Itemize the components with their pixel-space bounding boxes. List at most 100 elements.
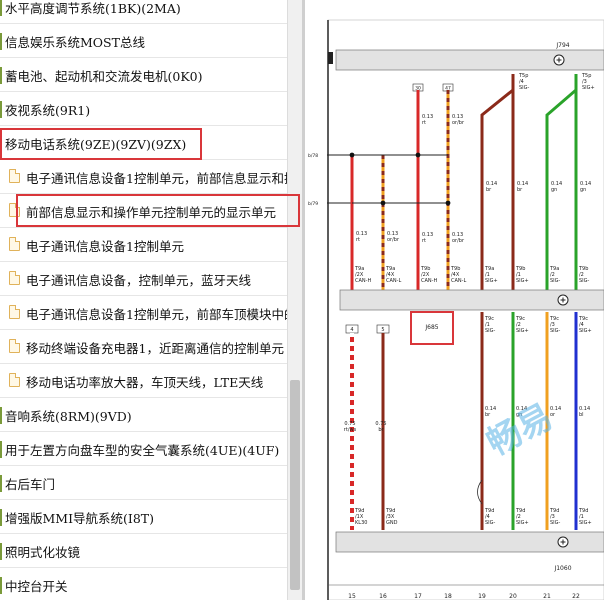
tree-document-item[interactable]: 电子通讯信息设备1控制单元，前部信息显示和操作单元 bbox=[0, 161, 287, 194]
tree-folder-item[interactable]: 水平高度调节系统(1BK)(2MA) bbox=[0, 0, 287, 24]
tree-document-item[interactable]: 电子通讯信息设备，控制单元，蓝牙天线 bbox=[0, 263, 287, 296]
pin-signal: SIG- bbox=[485, 328, 496, 334]
top-pin-number: /3 bbox=[582, 79, 587, 85]
twisted-pair-mark bbox=[477, 479, 483, 505]
tree-folder-item[interactable]: 信息娱乐系统MOST总线 bbox=[0, 25, 287, 58]
wire-color: rt bbox=[422, 120, 426, 126]
tree-folder-item[interactable]: 移动电话系统(9ZE)(9ZV)(9ZX) bbox=[0, 127, 287, 160]
pin-label: T9b bbox=[578, 266, 588, 272]
wire-color: or/br bbox=[387, 237, 400, 243]
wire-size: 0.14 bbox=[517, 181, 528, 187]
pin-signal: CAN-L bbox=[451, 278, 466, 284]
pin-signal: SIG+ bbox=[516, 520, 529, 526]
wire-tag: 30 bbox=[415, 86, 421, 92]
tree-document-item[interactable]: 电子通讯信息设备1控制单元 bbox=[0, 229, 287, 262]
pin-number: /1 bbox=[485, 272, 490, 278]
wire-color: br bbox=[378, 427, 384, 433]
pin-label: T9a bbox=[354, 266, 364, 272]
tree-folder-item[interactable]: 中控台开关 bbox=[0, 569, 287, 600]
pin-number: /4X bbox=[386, 272, 395, 278]
wire-color: or bbox=[550, 412, 556, 418]
wire-br-sig-minus bbox=[480, 74, 515, 290]
middle-unit-highlight bbox=[410, 311, 454, 345]
tree-document-item[interactable]: 电子通讯信息设备1控制单元，前部车顶模块中的无线接收器 bbox=[0, 297, 287, 330]
tree-item-label: 电子通讯信息设备1控制单元，前部车顶模块中的无线接收器 bbox=[26, 306, 287, 322]
wire-size: 0.13 bbox=[422, 232, 433, 238]
tree-item-label: 水平高度调节系统(1BK)(2MA) bbox=[5, 0, 181, 16]
wire-color: rt bbox=[356, 237, 360, 243]
wire-color: br bbox=[517, 187, 523, 193]
pin-label: T9d bbox=[578, 508, 588, 514]
document-icon bbox=[9, 271, 20, 285]
wire-size: 0.14 bbox=[579, 406, 590, 412]
column-number: 21 bbox=[543, 593, 551, 600]
tree-item-label: 前部信息显示和操作单元控制单元的显示单元 bbox=[26, 204, 277, 220]
tree-document-item[interactable]: 移动终端设备充电器1，近距离通信的控制单元 bbox=[0, 331, 287, 364]
lower-tag: 4 bbox=[350, 327, 353, 333]
bottom-unit-label: J1060 bbox=[553, 565, 571, 572]
tree-folder-item[interactable]: 右后车门 bbox=[0, 467, 287, 500]
wire-size: 0.13 bbox=[452, 232, 463, 238]
pin-signal: SIG+ bbox=[485, 278, 498, 284]
document-icon bbox=[9, 373, 20, 387]
pin-number: /2 bbox=[516, 514, 521, 520]
pin-number: /2X bbox=[421, 272, 430, 278]
pin-number: /1 bbox=[579, 514, 584, 520]
wire-size: 0.13 bbox=[452, 114, 463, 120]
tree-item-label: 电子通讯信息设备1控制单元 bbox=[26, 238, 184, 254]
wire-tag: 47 bbox=[445, 86, 451, 92]
tree-item-label: 中控台开关 bbox=[5, 578, 68, 594]
wire-size: 0.14 bbox=[551, 181, 562, 187]
splice-dot bbox=[349, 152, 355, 158]
tree-document-item[interactable]: 前部信息显示和操作单元控制单元的显示单元 bbox=[0, 195, 287, 228]
tree-folder-item[interactable]: 蓄电池、起动机和交流发电机(0K0) bbox=[0, 59, 287, 92]
wire-color: br bbox=[485, 412, 491, 418]
tree-folder-item[interactable]: 用于左置方向盘车型的安全气囊系统(4UE)(4UF) bbox=[0, 433, 287, 466]
document-icon bbox=[9, 339, 20, 353]
pin-label: T9d bbox=[354, 508, 364, 514]
document-icon bbox=[9, 237, 20, 251]
top-pin-label: T5p bbox=[581, 73, 591, 79]
column-number: 17 bbox=[414, 593, 422, 600]
bottom-unit-bar bbox=[335, 531, 604, 553]
pin-signal: SIG- bbox=[485, 520, 496, 526]
wire-color: br bbox=[486, 187, 492, 193]
pin-signal: SIG+ bbox=[516, 328, 529, 334]
top-pin-label: T5p bbox=[518, 73, 528, 79]
tree-scrollbar[interactable] bbox=[287, 0, 302, 600]
tree-folder-item[interactable]: 音响系统(8RM)(9VD) bbox=[0, 399, 287, 432]
pin-label: T9c bbox=[515, 316, 525, 322]
top-unit-bar bbox=[335, 49, 604, 71]
tree-folder-item[interactable]: 增强版MMI导航系统(I8T) bbox=[0, 501, 287, 534]
middle-unit-label: J685 bbox=[424, 324, 438, 331]
tree-document-item[interactable]: 移动电话功率放大器，车顶天线，LTE天线 bbox=[0, 365, 287, 398]
side-label: b/78 bbox=[308, 153, 318, 159]
top-unit-label: J794 bbox=[555, 42, 569, 49]
wire-color: bl bbox=[579, 412, 584, 418]
pin-number: /4X bbox=[451, 272, 460, 278]
pin-signal: GND bbox=[386, 520, 398, 526]
pane-divider[interactable] bbox=[302, 0, 305, 600]
scrollbar-thumb[interactable] bbox=[290, 380, 300, 590]
tree-folder-item[interactable]: 照明式化妆镜 bbox=[0, 535, 287, 568]
pin-label: T9a bbox=[385, 266, 395, 272]
document-icon bbox=[9, 169, 20, 183]
top-pin-signal: SIG+ bbox=[582, 85, 595, 91]
pin-number: /1 bbox=[516, 272, 521, 278]
tree-item-label: 电子通讯信息设备1控制单元，前部信息显示和操作单元 bbox=[26, 170, 287, 186]
pin-signal: SIG+ bbox=[516, 278, 529, 284]
pin-signal: KL30 bbox=[355, 520, 367, 526]
tree-folder-item[interactable]: 夜视系统(9R1) bbox=[0, 93, 287, 126]
pin-signal: CAN-H bbox=[421, 278, 437, 284]
tree-item-label: 蓄电池、起动机和交流发电机(0K0) bbox=[5, 68, 203, 84]
column-number: 19 bbox=[478, 593, 486, 600]
lower-tag: 5 bbox=[381, 327, 384, 333]
tree-item-label: 移动电话系统(9ZE)(9ZV)(9ZX) bbox=[5, 136, 187, 152]
tree-item-label: 移动终端设备充电器1，近距离通信的控制单元 bbox=[26, 340, 284, 356]
wire-color: gn bbox=[580, 187, 586, 193]
wire-color: or/br bbox=[452, 238, 465, 244]
tree-item-label: 夜视系统(9R1) bbox=[5, 102, 91, 118]
pin-number: /3 bbox=[550, 322, 555, 328]
